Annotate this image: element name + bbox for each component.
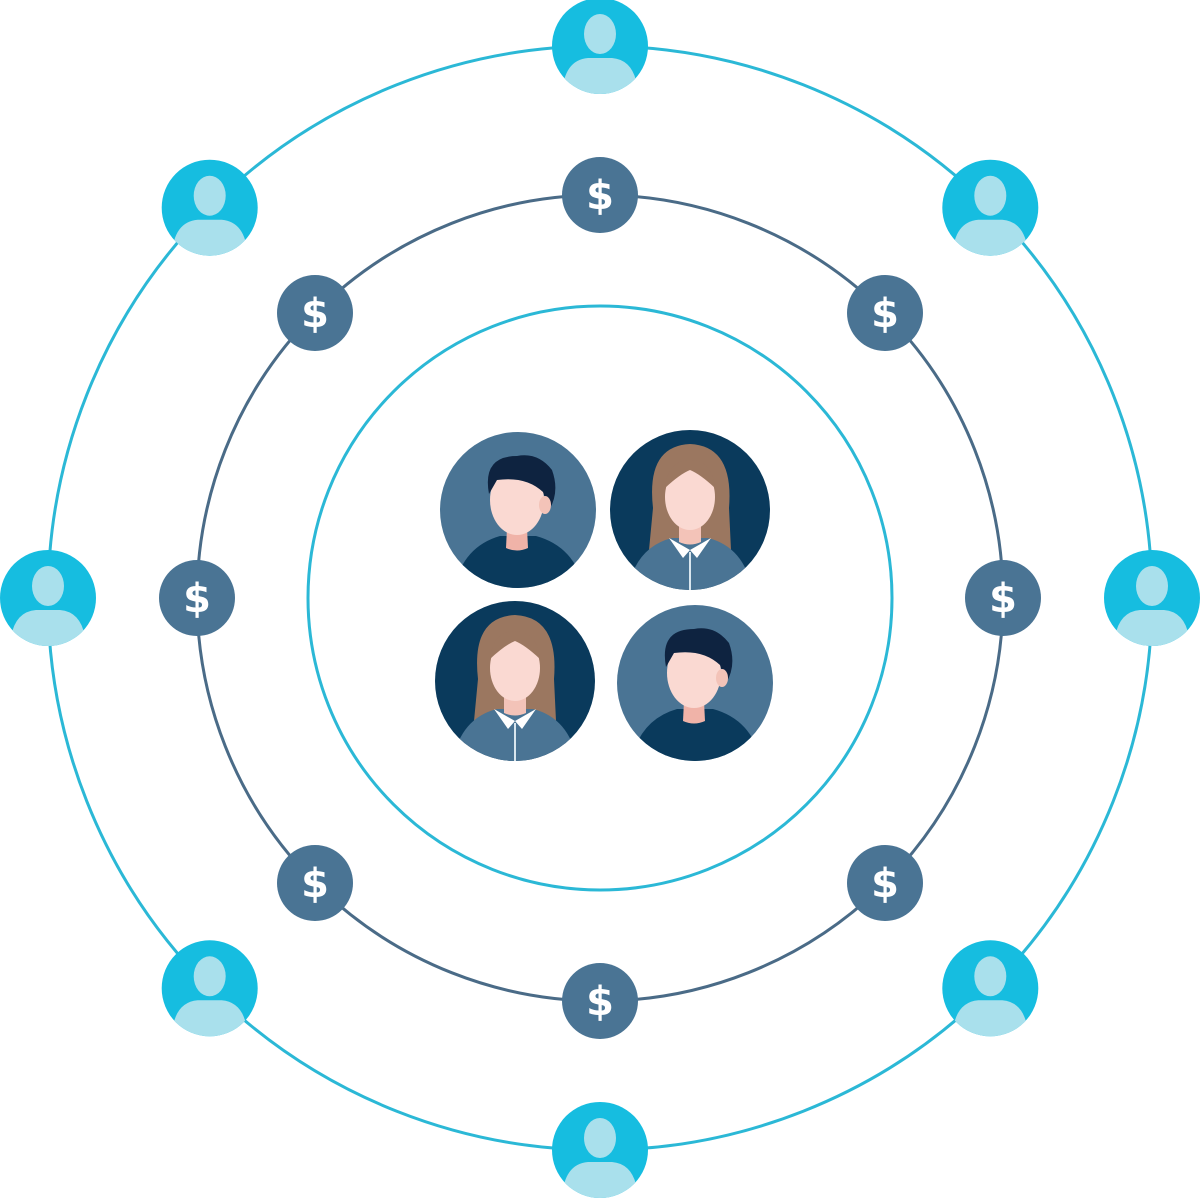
dollar-node-group: $ $ $ $ $ $ $ $ <box>159 157 1041 1039</box>
dollar-node: $ <box>277 845 353 921</box>
user-icon <box>952 175 1029 256</box>
user-node <box>552 0 648 94</box>
woman-avatar-icon <box>610 430 770 590</box>
team-member-woman-2 <box>435 601 595 761</box>
dollar-node: $ <box>562 963 638 1039</box>
dollar-node-circle <box>277 275 353 351</box>
user-node <box>552 1102 648 1198</box>
dollar-node: $ <box>159 560 235 636</box>
user-node <box>942 940 1039 1037</box>
dollar-node-circle <box>159 560 235 636</box>
dollar-node-circle <box>562 963 638 1039</box>
user-icon <box>171 175 248 256</box>
user-icon <box>10 566 86 646</box>
dollar-node-circle <box>562 157 638 233</box>
center-team <box>435 430 773 761</box>
man-avatar-icon <box>440 432 596 588</box>
dollar-icon: $ <box>301 291 329 337</box>
dollar-icon: $ <box>586 979 614 1025</box>
dollar-node: $ <box>277 275 353 351</box>
dollar-icon: $ <box>183 576 211 622</box>
dollar-node-circle <box>847 275 923 351</box>
user-icon <box>1114 566 1190 646</box>
dollar-node-circle <box>277 845 353 921</box>
user-icon <box>171 956 248 1037</box>
user-icon <box>562 1118 638 1198</box>
user-node <box>942 159 1039 256</box>
man-avatar-icon <box>617 605 773 761</box>
dollar-icon: $ <box>871 861 899 907</box>
user-icon <box>952 956 1029 1037</box>
user-node <box>0 550 96 646</box>
dollar-icon: $ <box>586 173 614 219</box>
dollar-icon: $ <box>301 861 329 907</box>
user-node <box>161 940 258 1037</box>
woman-avatar-icon <box>435 601 595 761</box>
team-member-man-2 <box>617 605 773 761</box>
dollar-node: $ <box>965 560 1041 636</box>
dollar-node: $ <box>562 157 638 233</box>
inner-orbit-ring <box>306 304 894 892</box>
team-member-man-1 <box>440 432 596 588</box>
dollar-node: $ <box>847 845 923 921</box>
dollar-icon: $ <box>871 291 899 337</box>
user-node <box>161 159 258 256</box>
dollar-node: $ <box>847 275 923 351</box>
dollar-node-circle <box>847 845 923 921</box>
user-node <box>1104 550 1200 646</box>
dollar-icon: $ <box>989 576 1017 622</box>
dollar-node-circle <box>965 560 1041 636</box>
team-member-woman-1 <box>610 430 770 590</box>
user-icon <box>562 14 638 94</box>
